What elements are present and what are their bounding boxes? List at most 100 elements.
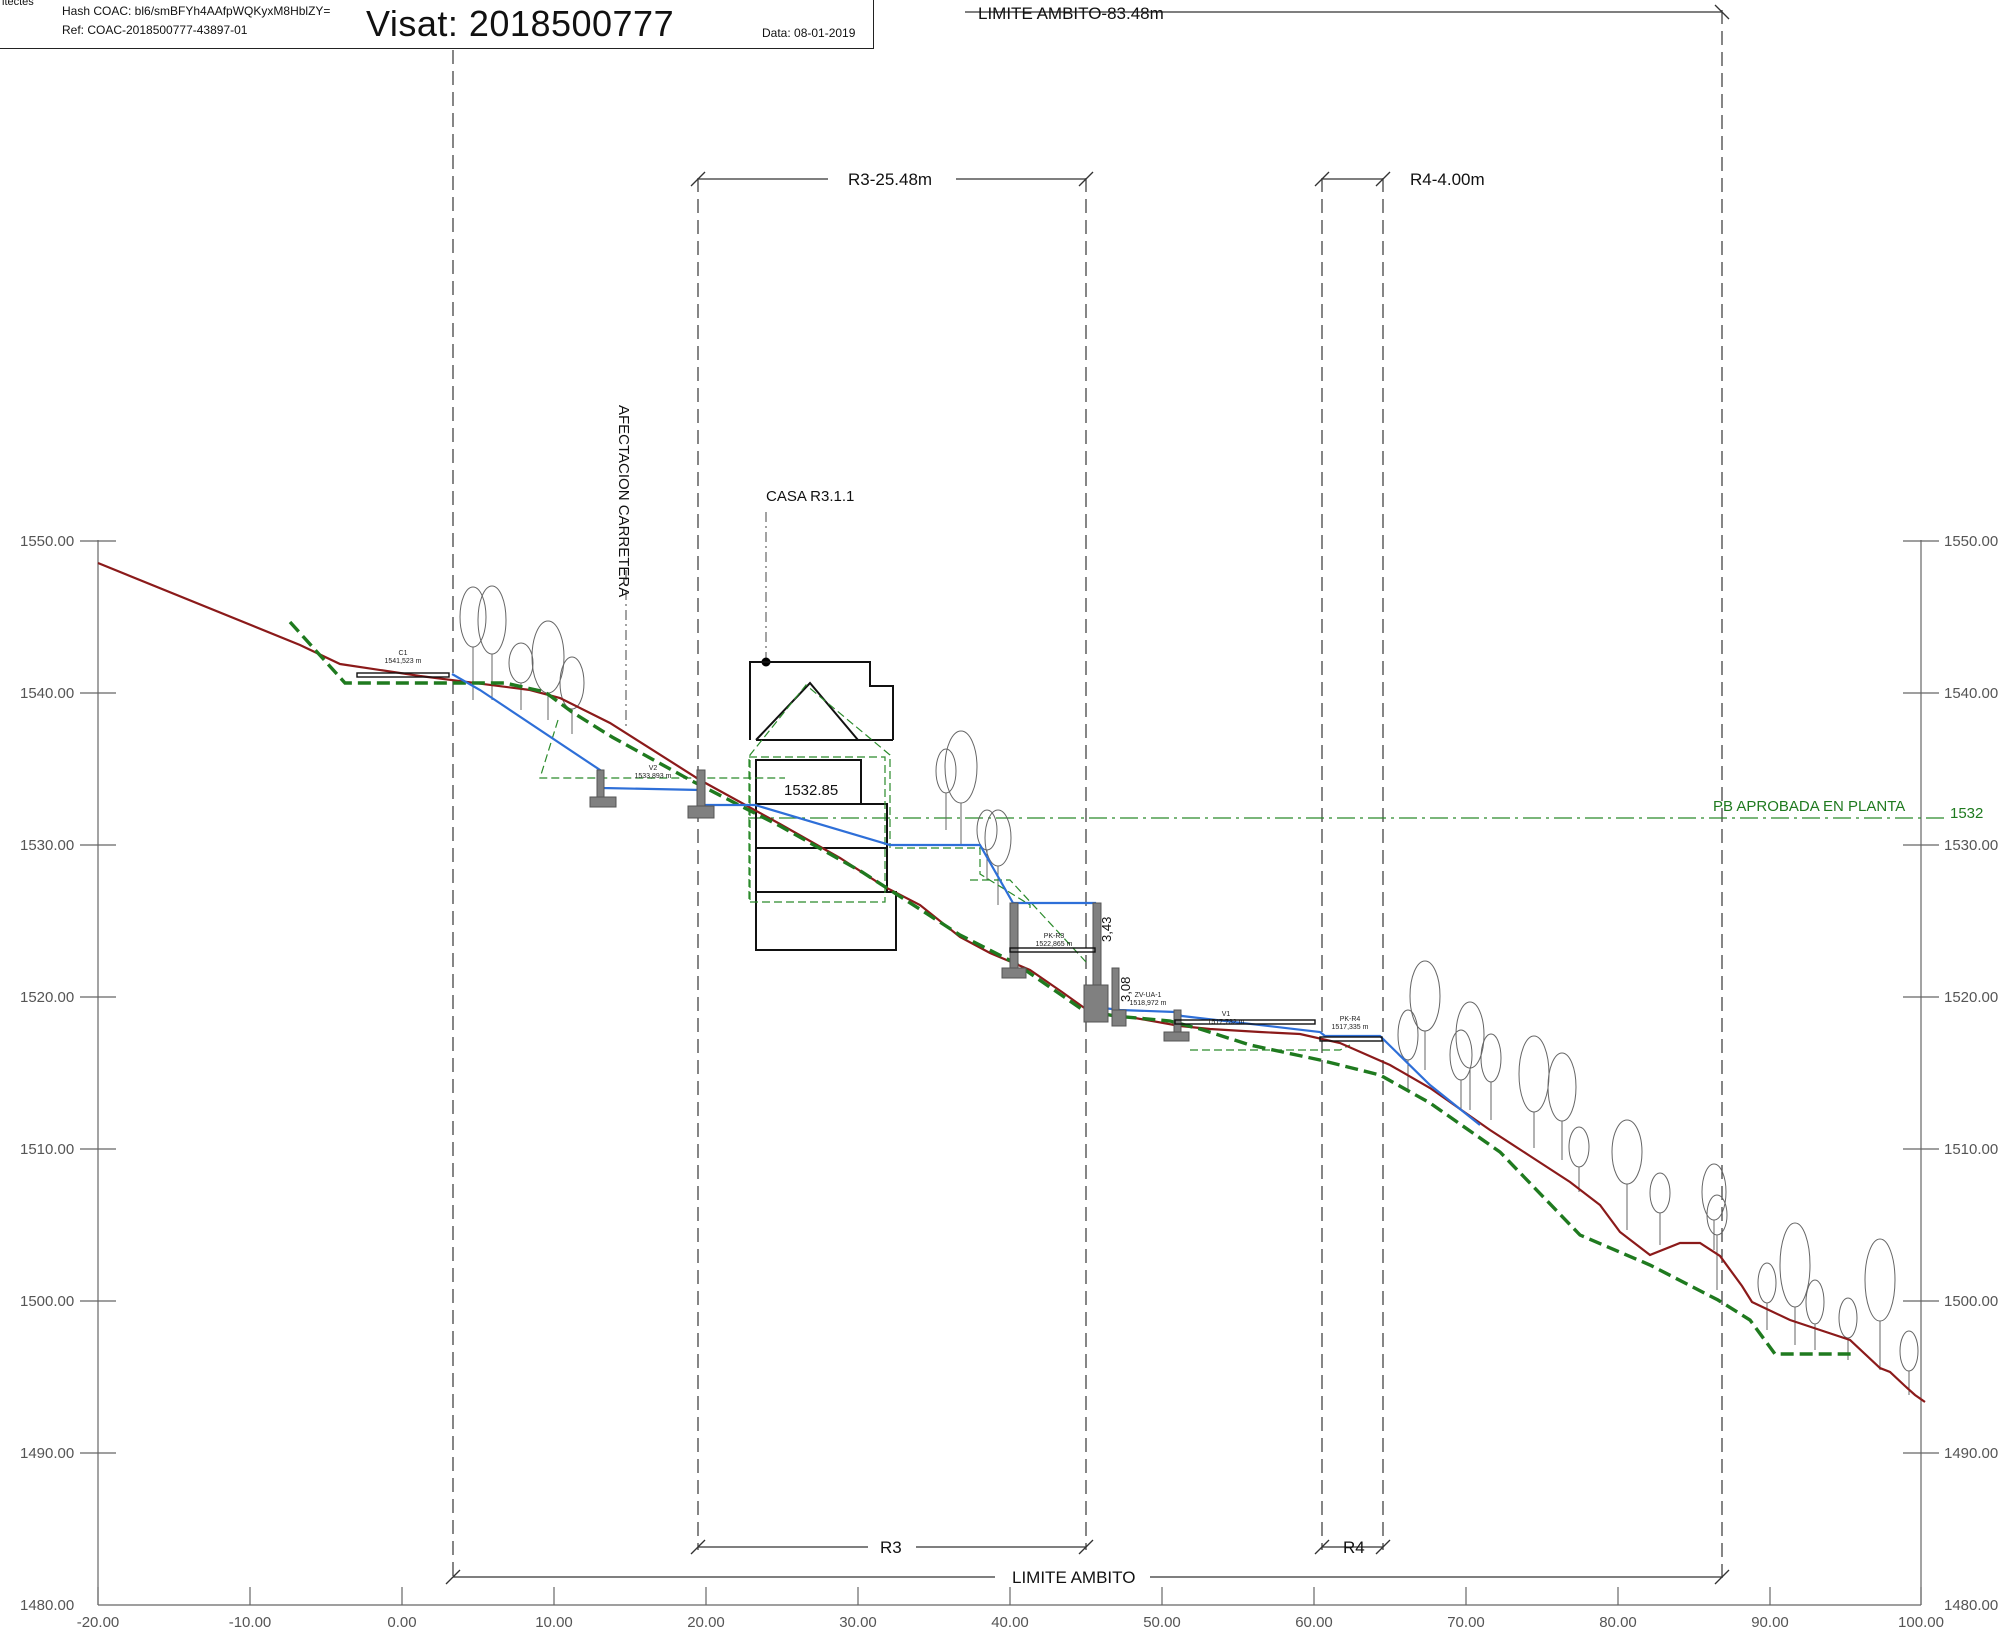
foundation: [1111, 1009, 1127, 1027]
tree-icon: [944, 730, 978, 845]
pk-r3-level: 1522,865 m: [1036, 941, 1073, 948]
tree-icon: [1779, 1222, 1811, 1345]
pb-aprobada-value: 1532: [1950, 805, 1983, 822]
y-tick-label: 1540.00: [1944, 685, 1998, 702]
foundation: [1009, 902, 1019, 973]
left-y-ticks: [80, 540, 116, 1454]
x-tick-label: 40.00: [991, 1614, 1029, 1631]
y-tick-label: 1480.00: [20, 1597, 74, 1614]
r3-top-label: R3-25.48m: [848, 170, 932, 189]
v1-level: 1517,732 m: [1208, 1019, 1245, 1026]
foundation: [589, 796, 617, 808]
tree-icon: [1455, 1001, 1485, 1110]
y-tick-label: 1540.00: [20, 685, 74, 702]
r4-bottom-label: R4: [1343, 1538, 1365, 1557]
x-tick-label: 90.00: [1751, 1614, 1789, 1631]
dimension-lines: [445, 4, 1730, 1585]
pk-r4-name: PK-R4: [1340, 1016, 1361, 1023]
x-ticks: [97, 1587, 1922, 1605]
stamp-visat-number: Visat: 2018500777: [366, 3, 675, 44]
tree-icon: [1480, 1033, 1502, 1120]
tree-icon: [1864, 1238, 1896, 1370]
tree-icon: [459, 586, 487, 700]
y-tick-label: 1550.00: [20, 533, 74, 550]
house-level-label: 1532.85: [784, 782, 838, 799]
terrain-proposed: [288, 620, 1855, 1356]
v2-level: 1533,893 m: [635, 773, 672, 780]
y-tick-labels-left: 1550.00 1540.00 1530.00 1520.00 1510.00 …: [20, 533, 74, 1614]
pb-aprobada-label: PB APROBADA EN PLANTA: [1713, 798, 1905, 815]
foundation: [696, 769, 706, 808]
x-tick-label: 100.00: [1898, 1614, 1944, 1631]
stamp-date: Data: 08-01-2019: [762, 26, 856, 40]
foundation: [1001, 967, 1027, 979]
tree-icon: [1611, 1119, 1643, 1230]
tree-icon: [935, 748, 957, 830]
y-tick-label: 1530.00: [1944, 837, 1998, 854]
tree-icon: [1899, 1330, 1919, 1395]
x-tick-label: 30.00: [839, 1614, 877, 1631]
zvp-level: 1518,972 m: [1130, 1000, 1167, 1007]
r4-top-label: R4-4.00m: [1410, 170, 1485, 189]
pk-r3-name: PK-R3: [1044, 933, 1065, 940]
x-tick-label: -20.00: [77, 1614, 120, 1631]
y-tick-label: 1490.00: [20, 1445, 74, 1462]
axes: [80, 540, 1939, 1606]
platform-labels: C1 1541,523 m V2 1533,893 m PK-R3 1522,8…: [385, 650, 1369, 1031]
x-tick-label: 50.00: [1143, 1614, 1181, 1631]
tree-icon: [1701, 1163, 1727, 1250]
x-tick-label: 10.00: [535, 1614, 573, 1631]
y-tick-label: 1550.00: [1944, 533, 1998, 550]
tree-icon: [1805, 1279, 1825, 1350]
tree-icon: [1518, 1035, 1550, 1148]
boundary-lines: [452, 10, 1723, 1580]
proposed-building-dashed: [539, 684, 1351, 1051]
y-tick-label: 1530.00: [20, 837, 74, 854]
foundation: [1163, 1031, 1190, 1042]
tree-icon: [531, 620, 565, 720]
house-outline: [749, 661, 897, 951]
x-tick-label: -10.00: [229, 1614, 272, 1631]
y-tick-label: 1480.00: [1944, 1597, 1998, 1614]
tree-icon: [1838, 1297, 1858, 1360]
tree-icon: [1706, 1194, 1728, 1290]
foundation: [687, 805, 715, 819]
x-tick-labels: -20.00 -10.00 0.00 10.00 20.00 30.00 40.…: [77, 1614, 1944, 1631]
right-y-ticks: [1903, 540, 1939, 1454]
y-tick-label: 1500.00: [1944, 1293, 1998, 1310]
r3-bottom-label: R3: [880, 1538, 902, 1557]
limite-ambito-top-label: LIMITE AMBITO-83.48m: [978, 4, 1164, 23]
stamp-hash: Hash COAC: bl6/smBFYh4AAfpWQKyxM8HblZY=: [62, 4, 331, 18]
terrain-existing: [97, 561, 1926, 1403]
x-tick-label: 20.00: [687, 1614, 725, 1631]
tree-icon: [508, 642, 534, 710]
x-tick-label: 70.00: [1447, 1614, 1485, 1631]
y-tick-label: 1490.00: [1944, 1445, 1998, 1462]
zvp-name: ZV-UA-1: [1135, 992, 1162, 999]
y-tick-label: 1520.00: [20, 989, 74, 1006]
x-tick-label: 60.00: [1295, 1614, 1333, 1631]
tree-icon: [1409, 960, 1441, 1070]
y-tick-label: 1520.00: [1944, 989, 1998, 1006]
trees: [459, 585, 1919, 1395]
y-tick-label: 1510.00: [20, 1141, 74, 1158]
c1-level: 1541,523 m: [385, 658, 422, 665]
x-tick-label: 80.00: [1599, 1614, 1637, 1631]
tree-icon: [976, 809, 998, 880]
c1-name: C1: [399, 650, 408, 657]
casa-label: CASA R3.1.1: [766, 488, 854, 505]
v2-name: V2: [649, 765, 658, 772]
tree-icon: [477, 585, 507, 700]
afectacion-carretera-label: AFECTACION CARRETERA: [615, 405, 632, 597]
x-tick-label: 0.00: [387, 1614, 416, 1631]
y-tick-label: 1500.00: [20, 1293, 74, 1310]
foundation: [1092, 902, 1102, 986]
tree-icon: [1649, 1172, 1671, 1245]
y-tick-label: 1510.00: [1944, 1141, 1998, 1158]
visat-stamp: itectes Hash COAC: bl6/smBFYh4AAfpWQKyxM…: [0, 0, 874, 49]
pk-r4-level: 1517,335 m: [1332, 1024, 1369, 1031]
tree-icon: [1757, 1262, 1777, 1330]
v1-name: V1: [1222, 1011, 1231, 1018]
wall-height-1: 3,43: [1099, 917, 1114, 942]
